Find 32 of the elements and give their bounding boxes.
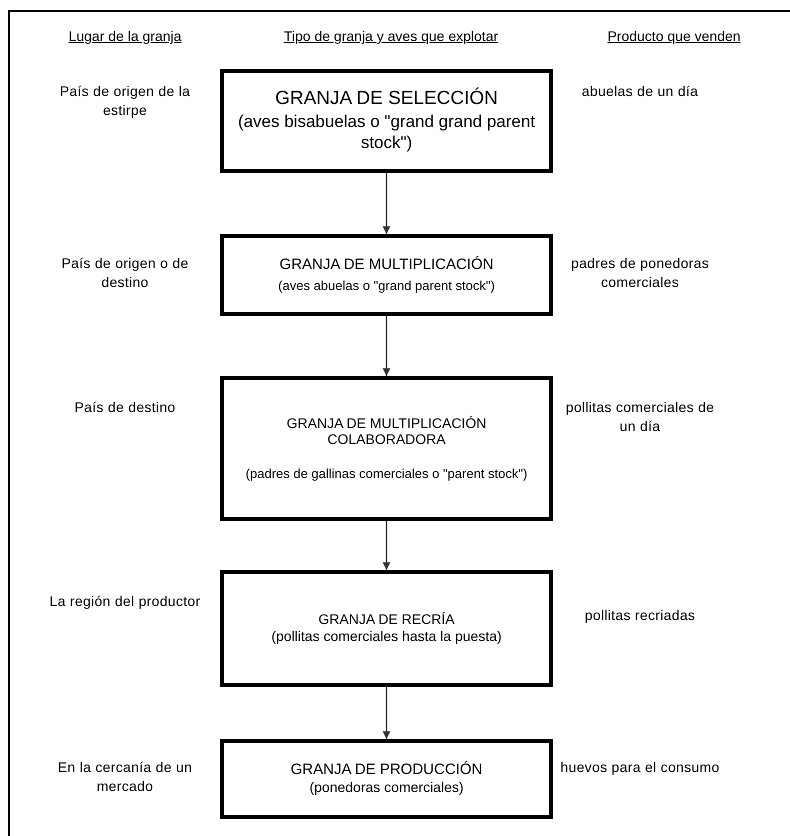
box-description: (pollitas comerciales hasta la puesta) bbox=[271, 628, 502, 646]
arrow bbox=[382, 687, 390, 739]
location-text: La región del productor bbox=[48, 592, 202, 611]
process-box bbox=[220, 376, 553, 521]
column-heading: Producto que venden bbox=[607, 28, 741, 44]
product-text: abuelas de un día bbox=[580, 82, 700, 101]
box-description: (ponedoras comerciales) bbox=[309, 779, 464, 797]
location-text: País de destino bbox=[73, 398, 176, 417]
box-title: GRANJA DE MULTIPLICACIÓN COLABORADORA bbox=[286, 414, 488, 448]
box-title: GRANJA DE RECRÍA bbox=[318, 611, 455, 628]
location-text: En la cercanía de un mercado bbox=[56, 758, 194, 796]
process-box bbox=[220, 69, 553, 173]
process-box bbox=[220, 739, 553, 819]
arrow bbox=[382, 521, 390, 570]
location-text: País de origen de la estirpe bbox=[58, 82, 192, 120]
box-title: GRANJA DE MULTIPLICACIÓN bbox=[280, 256, 494, 274]
product-text: pollitas recriadas bbox=[584, 606, 696, 625]
box-description: (aves bisabuelas o "grand grand parent stock") bbox=[236, 111, 536, 154]
box-description: (padres de gallinas comerciales o "parent stock") bbox=[246, 466, 528, 482]
arrow bbox=[382, 316, 390, 376]
box-title: GRANJA DE PRODUCCIÓN bbox=[290, 761, 482, 780]
product-text: pollitas comerciales de un día bbox=[564, 398, 716, 436]
product-text: huevos para el consumo bbox=[560, 758, 720, 777]
location-text: País de origen o de destino bbox=[60, 254, 190, 292]
box-description: (aves abuelas o "grand parent stock") bbox=[278, 278, 495, 294]
arrow bbox=[382, 173, 390, 234]
column-heading: Tipo de granja y aves que explotar bbox=[284, 28, 498, 44]
column-heading: Lugar de la granja bbox=[68, 28, 182, 44]
product-text: padres de ponedoras comerciales bbox=[570, 254, 710, 292]
process-box bbox=[220, 570, 553, 687]
process-box bbox=[220, 234, 553, 316]
box-title: GRANJA DE SELECCIÓN bbox=[275, 88, 498, 112]
